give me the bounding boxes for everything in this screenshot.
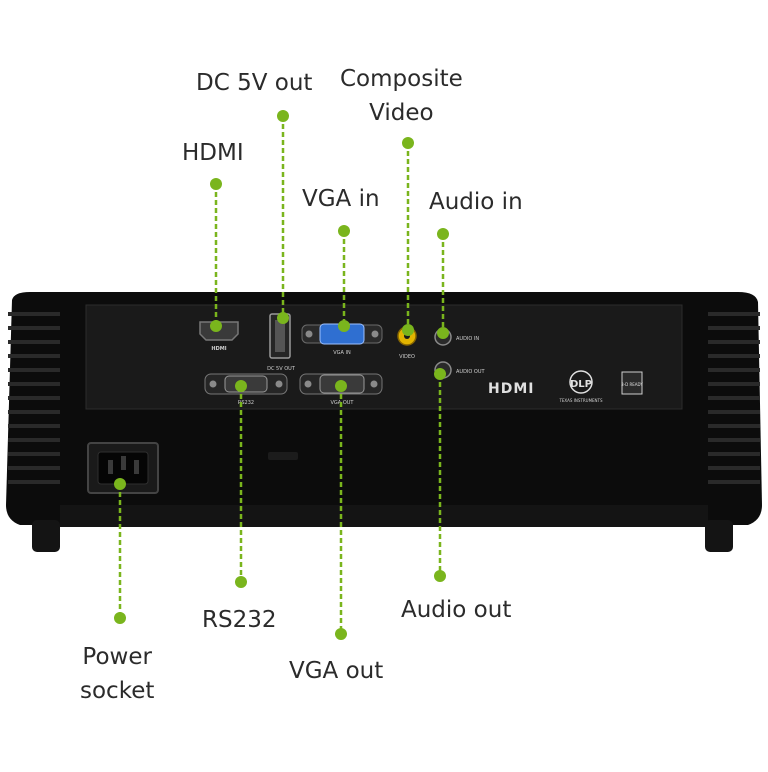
leader-audio-out-start-dot [434, 368, 446, 380]
video-port-text: VIDEO [399, 354, 415, 360]
right-foot [705, 520, 733, 552]
leader-vga-in-start-dot [338, 225, 350, 237]
label-dc5v: DC 5V out [196, 70, 313, 96]
right-vent-grille [708, 312, 760, 484]
ready-3d-badge [621, 371, 643, 395]
leader-audio-out-end-dot [434, 570, 446, 582]
dlp-logo: DLP [570, 379, 592, 390]
leader-power-start-dot [114, 478, 126, 490]
leader-dc5v-end-dot [277, 312, 289, 324]
dlp-logo-ring [569, 370, 593, 394]
left-vent-grille [8, 312, 60, 484]
label-vga-out: VGA out [289, 658, 384, 684]
leader-audio-in-end-dot [437, 327, 449, 339]
label-power-socket: Power socket [80, 644, 155, 704]
dc5v-port-text: DC 5V OUT [267, 366, 296, 372]
leader-composite-end-dot [402, 324, 414, 336]
ir-window [268, 452, 298, 460]
leader-vga-out-start-dot [335, 380, 347, 392]
vga-in-port-text: VGA IN [333, 350, 351, 356]
label-audio-in: Audio in [429, 189, 523, 215]
leader-power-end-dot [114, 612, 126, 624]
hdmi-logo: HDMI [488, 381, 534, 397]
label-rs232: RS232 [202, 607, 277, 633]
audio-out-port-text: AUDIO OUT [456, 369, 486, 375]
label-vga-in: VGA in [302, 186, 380, 212]
leader-hdmi-start-dot [210, 178, 222, 190]
rs232-port-text: RS232 [238, 400, 254, 406]
label-hdmi: HDMI [182, 140, 244, 166]
port-panel [85, 304, 683, 410]
leader-rs232-start-dot [235, 380, 247, 392]
leader-hdmi-end-dot [210, 320, 222, 332]
leader-rs232-end-dot [235, 576, 247, 588]
leader-vga-in-end-dot [338, 320, 350, 332]
audio-in-port-text: AUDIO IN [456, 336, 479, 342]
vga-out-port-text: VGA OUT [331, 400, 355, 406]
leader-dc5v-start-dot [277, 110, 289, 122]
label-composite: Composite Video [340, 66, 463, 126]
dlp-sub: TEXAS INSTRUMENTS [558, 398, 603, 403]
hdmi-port-text: HDMI [211, 346, 226, 352]
leader-audio-in-start-dot [437, 228, 449, 240]
label-audio-out: Audio out [401, 597, 512, 623]
leader-composite-start-dot [402, 137, 414, 149]
leader-lines [114, 110, 449, 640]
bottom-lip [60, 505, 708, 527]
ready-3d-text: 3-D READY [621, 382, 643, 387]
leader-vga-out-end-dot [335, 628, 347, 640]
left-foot [32, 520, 60, 552]
